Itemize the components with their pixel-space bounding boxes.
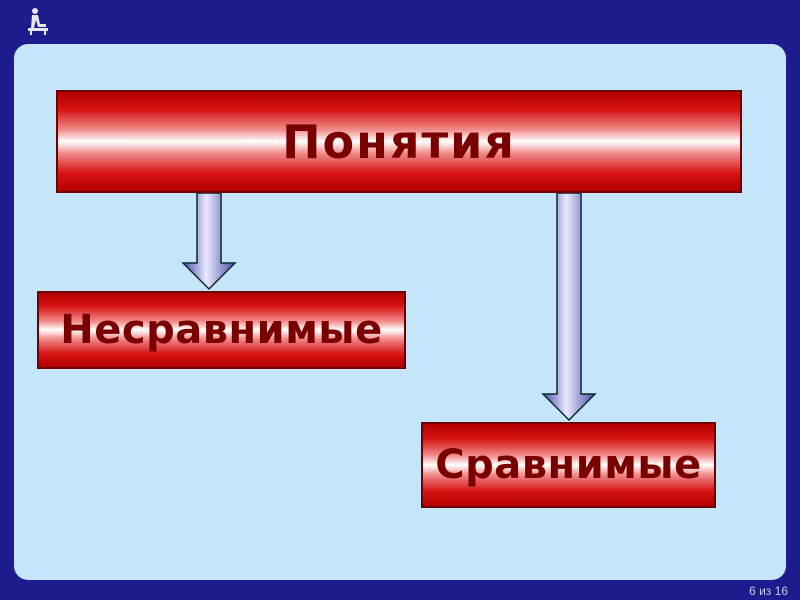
arrow-down-icon	[541, 193, 597, 422]
reader-icon	[28, 8, 48, 35]
concepts-box: Понятия	[56, 90, 742, 193]
concepts-label: Понятия	[282, 114, 516, 169]
incomparable-box: Несравнимые	[37, 291, 406, 369]
page-counter: 6 из 16	[749, 584, 788, 598]
arrow-down-icon	[181, 193, 237, 291]
incomparable-label: Несравнимые	[60, 307, 383, 353]
comparable-box: Сравнимые	[421, 422, 716, 508]
comparable-label: Сравнимые	[435, 442, 702, 488]
